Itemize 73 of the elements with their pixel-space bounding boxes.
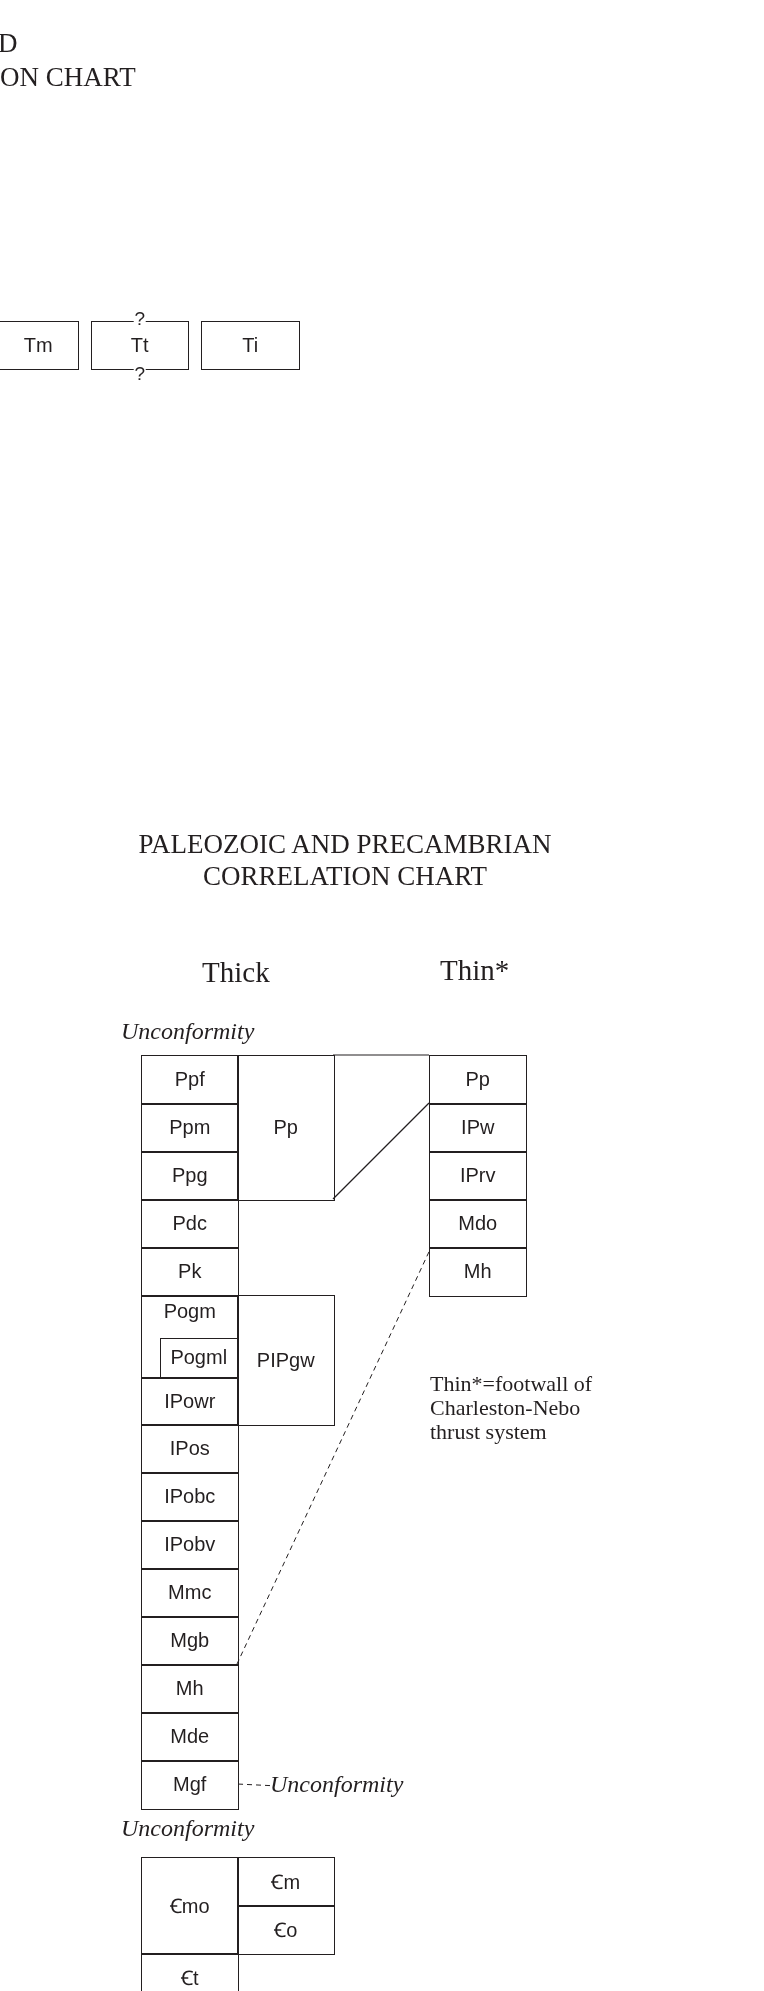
- unit-box: [141, 1103, 239, 1153]
- unit-box: [141, 1616, 239, 1666]
- unit-box: [141, 1760, 239, 1810]
- unit-box: [141, 1520, 239, 1570]
- unit-symbol: Ꞓmo: [169, 1894, 210, 1920]
- unit-symbol: Pk: [178, 1260, 202, 1284]
- unit-symbol: IPobc: [164, 1485, 216, 1509]
- unit-symbol: Pp: [273, 1116, 298, 1140]
- footnote: Thin*=footwall of Charleston-Nebo thrust system: [430, 1372, 594, 1444]
- unit-box: [429, 1055, 527, 1105]
- unit-symbol: Ꞓo: [274, 1918, 298, 1944]
- unit-symbol: Tm: [23, 333, 53, 357]
- leader-line: [236, 1783, 271, 1787]
- unit-box: [429, 1103, 527, 1153]
- unit-box: [141, 1712, 239, 1762]
- unit-symbol: Ꞓm: [271, 1870, 301, 1896]
- unit-symbol: Ti: [242, 333, 259, 357]
- unit-symbol: Ppf: [174, 1068, 205, 1092]
- unit-box: [141, 1568, 239, 1618]
- section-title: ON CHART: [0, 62, 136, 93]
- unit-symbol: Mdo: [458, 1212, 498, 1236]
- query-mark: ?: [133, 311, 147, 327]
- unit-symbol: Ppg: [171, 1164, 208, 1188]
- unit-symbol: PIPgw: [256, 1348, 315, 1372]
- unit-symbol: Mgf: [173, 1773, 207, 1797]
- unit-symbol: Mde: [170, 1725, 210, 1749]
- unit-box: [429, 1199, 527, 1249]
- unit-symbol: Mgb: [170, 1629, 210, 1653]
- unit-box: [141, 1424, 239, 1474]
- unconformity-label: Unconformity: [270, 1768, 420, 1800]
- column-heading: Thick: [202, 956, 270, 989]
- unit-symbol: IPobv: [164, 1533, 216, 1557]
- unit-box: [237, 1055, 335, 1201]
- unit-symbol: IPos: [169, 1437, 210, 1461]
- unit-box: [141, 1199, 239, 1249]
- unit-box: [201, 321, 300, 370]
- unconformity-label: Unconformity: [121, 1018, 255, 1045]
- unit-symbol: Pogm: [163, 1300, 216, 1323]
- correlation-line: [332, 1102, 430, 1200]
- unit-box: [141, 1055, 239, 1105]
- unit-box: [141, 1664, 239, 1714]
- unit-box: [237, 1905, 335, 1955]
- unit-box: [237, 1295, 335, 1426]
- unit-box: [141, 1295, 239, 1379]
- unit-box: [141, 1151, 239, 1201]
- correlation-line: [236, 1251, 430, 1665]
- unit-symbol: Pdc: [172, 1212, 207, 1236]
- unit-symbol: Pp: [465, 1068, 490, 1092]
- unit-symbol: Pogml: [170, 1346, 228, 1370]
- unit-box: [237, 1857, 335, 1907]
- unit-symbol: Mmc: [168, 1581, 212, 1605]
- unit-box: [0, 321, 79, 370]
- unit-box: [141, 1472, 239, 1522]
- unit-box: [429, 1247, 527, 1297]
- unconformity-label: Unconformity: [121, 1815, 255, 1842]
- unit-box: [141, 1247, 239, 1297]
- chart-title: PALEOZOIC AND PRECAMBRIAN CORRELATION CHART: [137, 828, 553, 892]
- unit-box: [141, 1953, 239, 1991]
- unit-symbol: IPowr: [164, 1389, 216, 1413]
- unit-symbol: Mh: [175, 1677, 204, 1701]
- unit-symbol: Mh: [463, 1260, 492, 1284]
- unit-symbol: Ꞓt: [180, 1966, 199, 1991]
- unit-box: [429, 1151, 527, 1201]
- unit-symbol: IPw: [461, 1116, 495, 1140]
- unit-symbol: Ppm: [169, 1116, 211, 1140]
- unit-symbol: IPrv: [459, 1164, 496, 1188]
- unit-box: [159, 1337, 238, 1378]
- unit-box: [141, 1857, 239, 1955]
- unit-box: [141, 1377, 239, 1426]
- unit-symbol: Tt: [130, 333, 149, 357]
- correlation-line: [332, 1054, 430, 1056]
- query-mark: ?: [133, 365, 147, 382]
- column-heading: Thin*: [440, 954, 510, 987]
